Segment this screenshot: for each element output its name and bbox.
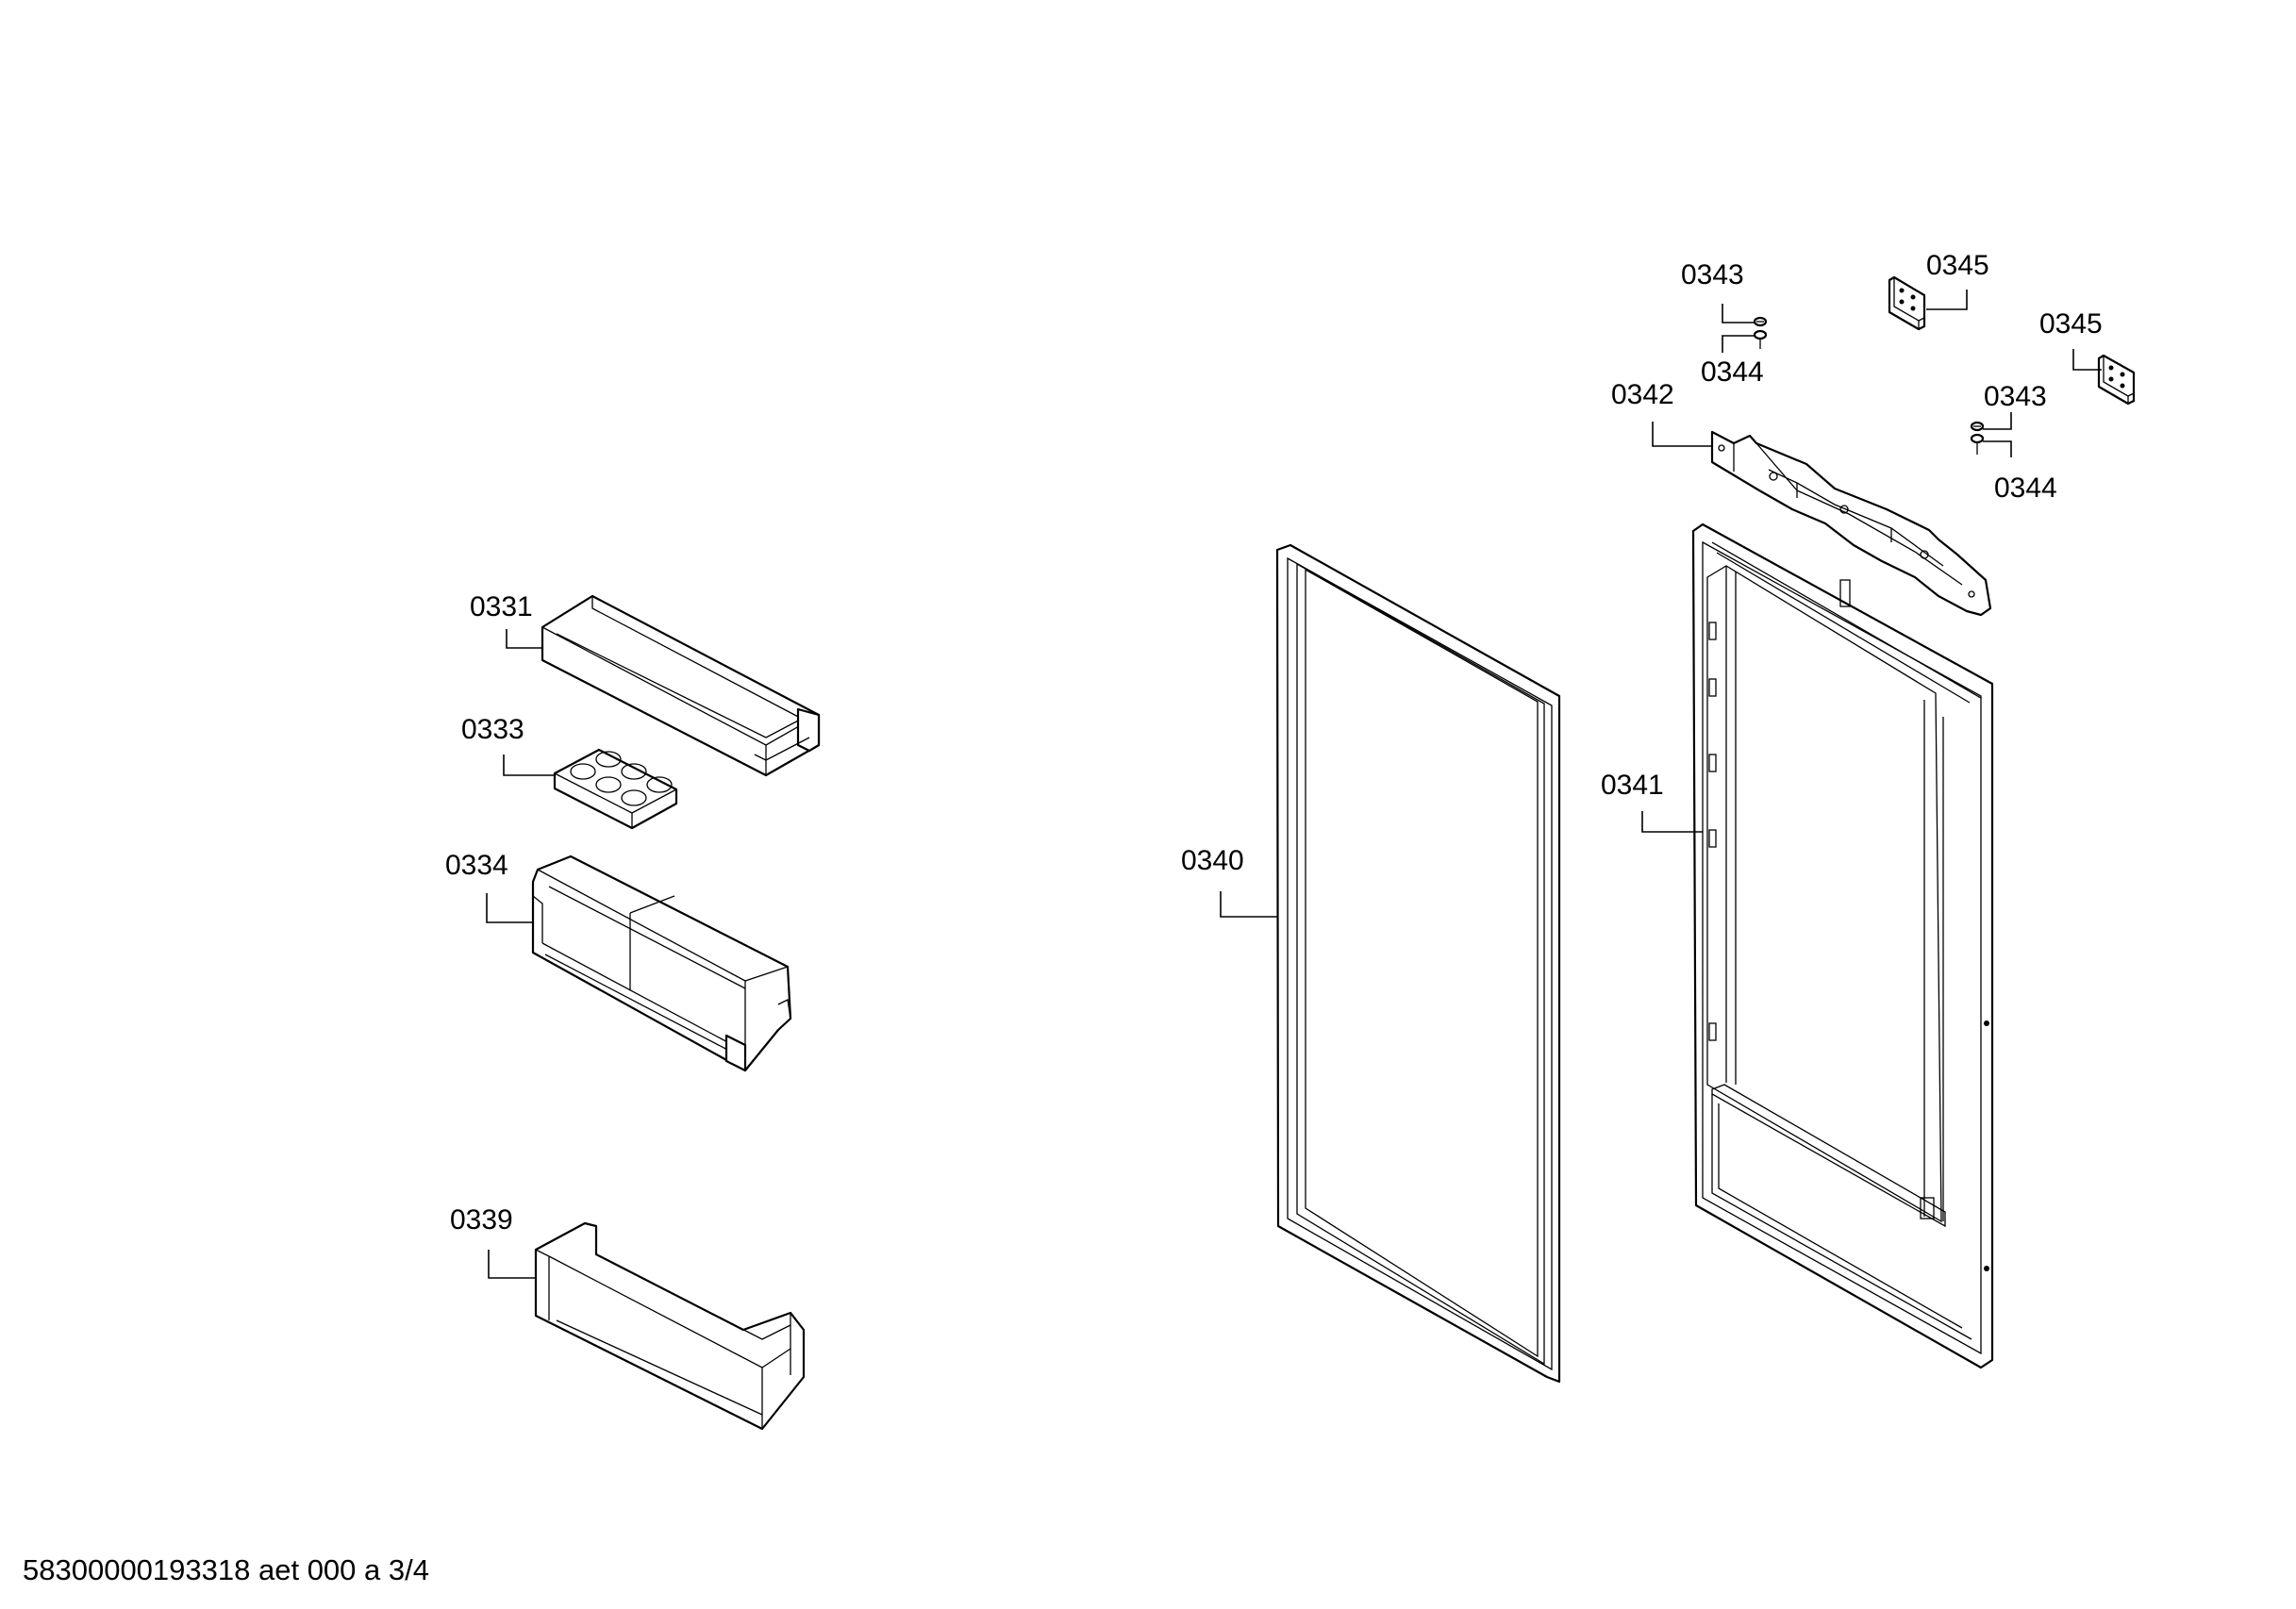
part-0345-hinge-plate-left bbox=[1888, 275, 1926, 331]
leader-0342 bbox=[1652, 422, 1712, 447]
label-0343-lower: 0343 bbox=[1984, 381, 2047, 412]
part-0333-egg-tray bbox=[553, 748, 678, 830]
leader-0343-lower bbox=[1983, 412, 2012, 430]
part-0340-door-gasket bbox=[1275, 543, 1561, 1384]
label-0340: 0340 bbox=[1181, 845, 1244, 876]
part-0341-inner-door bbox=[1691, 523, 1994, 1369]
leader-0344-upper bbox=[1722, 335, 1755, 353]
label-0343-upper: 0343 bbox=[1681, 259, 1744, 290]
label-0345-left: 0345 bbox=[1926, 250, 1989, 281]
leader-0341 bbox=[1641, 811, 1703, 833]
label-0341: 0341 bbox=[1601, 770, 1664, 801]
part-0343-screw-upper bbox=[1753, 316, 1768, 327]
leader-0333 bbox=[503, 755, 555, 776]
leader-0331 bbox=[506, 629, 542, 649]
label-0344-upper: 0344 bbox=[1701, 357, 1764, 388]
part-0344-screw-lower bbox=[1970, 433, 1985, 455]
part-0344-screw-upper bbox=[1753, 329, 1768, 349]
label-0333: 0333 bbox=[461, 714, 524, 745]
label-0334: 0334 bbox=[445, 850, 508, 881]
label-0344-lower: 0344 bbox=[1994, 473, 2057, 504]
part-0331-door-shelf bbox=[541, 594, 821, 777]
part-0342-hinge-bracket bbox=[1710, 430, 1992, 617]
leader-0343-upper bbox=[1722, 304, 1755, 323]
part-0339-bottle-shelf bbox=[534, 1221, 806, 1431]
leader-0340 bbox=[1220, 891, 1277, 918]
leader-0345-right bbox=[2072, 349, 2102, 371]
label-0345-right: 0345 bbox=[2039, 308, 2103, 340]
label-0342: 0342 bbox=[1611, 379, 1674, 410]
leader-0345-left bbox=[1926, 290, 1968, 310]
label-0339: 0339 bbox=[450, 1204, 513, 1236]
leader-0339 bbox=[488, 1250, 536, 1279]
drawing-reference-footer: 58300000193318 aet 000 a 3/4 bbox=[23, 1553, 429, 1586]
part-0343-screw-lower bbox=[1970, 421, 1985, 432]
leader-0334 bbox=[486, 893, 533, 923]
part-0345-hinge-plate-right bbox=[2097, 354, 2136, 406]
leader-0344-lower bbox=[1983, 440, 2012, 457]
part-0334-butter-compartment bbox=[531, 854, 792, 1072]
label-0331: 0331 bbox=[470, 591, 533, 622]
